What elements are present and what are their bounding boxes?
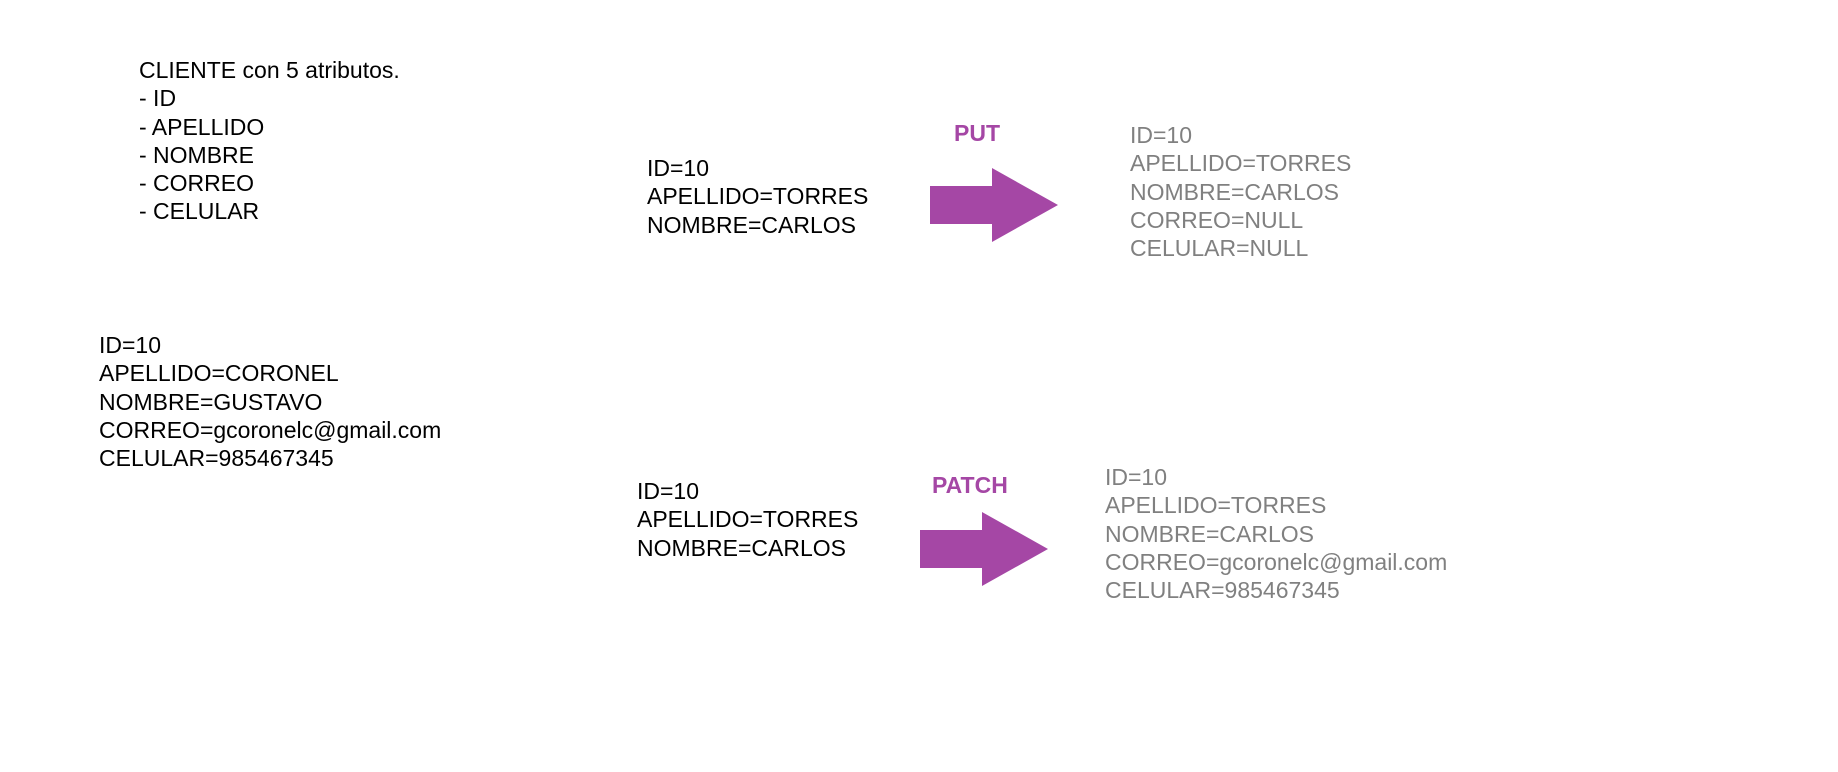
patch-result-line: ID=10 [1105,464,1168,490]
put-result-line: CELULAR=NULL [1130,235,1309,262]
put-arrow-icon [930,168,1058,242]
put-method-label: PUT [954,120,1000,146]
patch-result-line: CORREO=gcoronelc@gmail.com [1105,548,1448,575]
patch-result-line: NOMBRE=CARLOS [1105,520,1314,547]
entity-attribute-id: - ID [139,85,177,112]
put-request-line: NOMBRE=CARLOS [647,211,856,238]
put-request-line: APELLIDO=TORRES [647,183,869,210]
patch-request-line: APELLIDO=TORRES [637,506,859,533]
entity-attribute-correo: - CORREO [139,170,254,197]
original-record-line: APELLIDO=CORONEL [99,360,339,387]
put-result-line: CORREO=NULL [1130,206,1304,233]
original-record-line: NOMBRE=GUSTAVO [99,388,323,415]
original-record-line: ID=10 [99,332,162,358]
put-result-line: APELLIDO=TORRES [1130,150,1352,177]
put-request-line: ID=10 [647,155,710,181]
entity-attribute-nombre: - NOMBRE [139,141,254,168]
patch-request-line: NOMBRE=CARLOS [637,534,846,561]
put-request: ID=10 APELLIDO=TORRES NOMBRE=CARLOS [647,154,868,239]
put-result-line: ID=10 [1130,122,1193,148]
patch-result-line: APELLIDO=TORRES [1105,492,1327,519]
put-result-line: NOMBRE=CARLOS [1130,178,1339,205]
entity-attribute-celular: - CELULAR [139,198,260,225]
patch-request: ID=10 APELLIDO=TORRES NOMBRE=CARLOS [637,477,858,562]
patch-arrow-icon [920,512,1048,586]
entity-attribute-apellido: - APELLIDO [139,113,265,140]
original-record-line: CORREO=gcoronelc@gmail.com [99,416,442,443]
entity-title: CLIENTE con 5 atributos. [139,57,400,83]
patch-result: ID=10 APELLIDO=TORRES NOMBRE=CARLOS CORR… [1105,463,1447,604]
original-record: ID=10 APELLIDO=CORONEL NOMBRE=GUSTAVO CO… [99,331,441,472]
patch-request-line: ID=10 [637,478,700,504]
entity-definition: CLIENTE con 5 atributos. - ID - APELLIDO… [139,56,400,226]
patch-method-label: PATCH [932,472,1008,498]
put-result: ID=10 APELLIDO=TORRES NOMBRE=CARLOS CORR… [1130,121,1351,262]
patch-result-line: CELULAR=985467345 [1105,577,1340,604]
original-record-line: CELULAR=985467345 [99,445,334,472]
